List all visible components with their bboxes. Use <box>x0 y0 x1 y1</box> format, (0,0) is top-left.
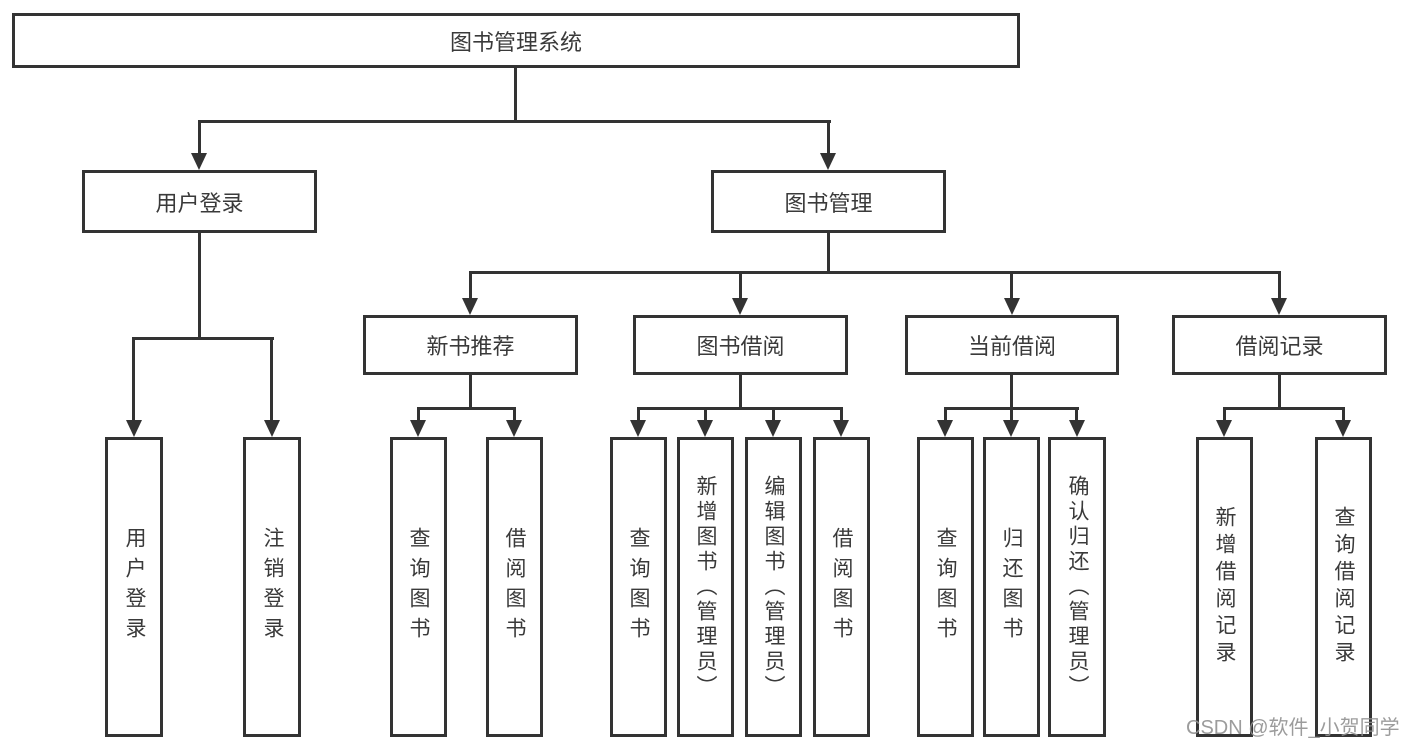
arrowhead-down-icon <box>765 420 781 437</box>
arrowhead-down-icon <box>191 153 207 170</box>
connector-to-user-login <box>198 120 201 154</box>
arrowhead-down-icon <box>1216 420 1232 437</box>
node-current-borrow: 当前借阅 <box>905 315 1119 375</box>
connector-leaf <box>840 407 843 421</box>
arrowhead-down-icon <box>264 420 280 437</box>
arrowhead-down-icon <box>820 153 836 170</box>
arrowhead-down-icon <box>506 420 522 437</box>
node-book-mgmt-label: 图书管理 <box>784 190 873 216</box>
arrowhead-down-icon <box>1335 420 1351 437</box>
connector-to-leaf-user-login <box>132 337 135 421</box>
leaf-logout: 注销登录 <box>243 437 301 737</box>
leaf-cb-return-books: 归还图书 <box>983 437 1040 737</box>
node-root: 图书管理系统 <box>12 13 1020 68</box>
leaf-bb-query-books: 查询图书 <box>610 437 667 737</box>
leaf-user-login: 用户登录 <box>105 437 163 737</box>
connector-leaf <box>704 407 707 421</box>
arrowhead-down-icon <box>1004 298 1020 315</box>
connector-new-book-rec-distributor <box>417 407 516 410</box>
connector-borrow-records-distributor <box>1223 407 1345 410</box>
connector-to-current-borrow <box>1010 271 1013 299</box>
connector-book-borrow-distributor <box>637 407 843 410</box>
connector-to-book-mgmt <box>827 120 830 154</box>
node-current-borrow-label: 当前借阅 <box>967 334 1056 359</box>
connector-leaf <box>1342 407 1345 421</box>
node-root-label: 图书管理系统 <box>449 29 582 55</box>
node-user-login: 用户登录 <box>82 170 317 233</box>
watermark: CSDN @软件_小贺同学 <box>1186 717 1400 739</box>
connector-user-login-stub <box>198 233 201 340</box>
arrowhead-down-icon <box>833 420 849 437</box>
leaf-br-query-record: 查询借阅记录 <box>1315 437 1372 737</box>
connector-leaf <box>637 407 640 421</box>
connector-book-mgmt-stub <box>827 233 830 274</box>
connector-leaf <box>772 407 775 421</box>
node-book-mgmt: 图书管理 <box>711 170 946 233</box>
node-new-book-rec-label: 新书推荐 <box>426 334 515 359</box>
node-borrow-records-label: 借阅记录 <box>1235 334 1324 359</box>
connector-new-book-rec-stub <box>469 375 472 410</box>
connector-book-borrow-stub <box>739 375 742 410</box>
leaf-nbr-query-books: 查询图书 <box>390 437 447 737</box>
arrowhead-down-icon <box>1003 420 1019 437</box>
node-user-login-label: 用户登录 <box>155 190 244 216</box>
connector-level2-distributor <box>198 120 831 123</box>
connector-root-stub <box>514 68 517 120</box>
connector-leaf <box>1010 407 1013 421</box>
connector-leaf <box>417 407 420 421</box>
arrowhead-down-icon <box>462 298 478 315</box>
arrowhead-down-icon <box>1271 298 1287 315</box>
leaf-cb-confirm-return-admin: 确认归还（管理员） <box>1048 437 1106 737</box>
leaf-bb-edit-books-admin: 编辑图书（管理员） <box>745 437 802 737</box>
node-new-book-rec: 新书推荐 <box>363 315 578 375</box>
leaf-cb-query-books: 查询图书 <box>917 437 974 737</box>
arrowhead-down-icon <box>1069 420 1085 437</box>
arrowhead-down-icon <box>937 420 953 437</box>
connector-leaf <box>1075 407 1078 421</box>
connector-to-new-book-rec <box>469 271 472 299</box>
connector-borrow-records-stub <box>1278 375 1281 410</box>
connector-leaf <box>513 407 516 421</box>
node-book-borrow-label: 图书借阅 <box>696 334 785 359</box>
leaf-bb-borrow-books: 借阅图书 <box>813 437 870 737</box>
leaf-br-add-record: 新增借阅记录 <box>1196 437 1253 737</box>
node-book-borrow: 图书借阅 <box>633 315 848 375</box>
node-borrow-records: 借阅记录 <box>1172 315 1387 375</box>
connector-user-login-distributor <box>132 337 274 340</box>
connector-level3-distributor <box>469 271 1281 274</box>
arrowhead-down-icon <box>697 420 713 437</box>
arrowhead-down-icon <box>126 420 142 437</box>
connector-to-borrow-records <box>1278 271 1281 299</box>
leaf-bb-add-books-admin: 新增图书（管理员） <box>677 437 734 737</box>
connector-to-book-borrow <box>739 271 742 299</box>
arrowhead-down-icon <box>732 298 748 315</box>
connector-leaf <box>944 407 947 421</box>
connector-leaf <box>1223 407 1226 421</box>
connector-current-borrow-stub <box>1010 375 1013 410</box>
connector-to-leaf-logout <box>270 337 273 421</box>
leaf-nbr-borrow-books: 借阅图书 <box>486 437 543 737</box>
arrowhead-down-icon <box>410 420 426 437</box>
arrowhead-down-icon <box>630 420 646 437</box>
